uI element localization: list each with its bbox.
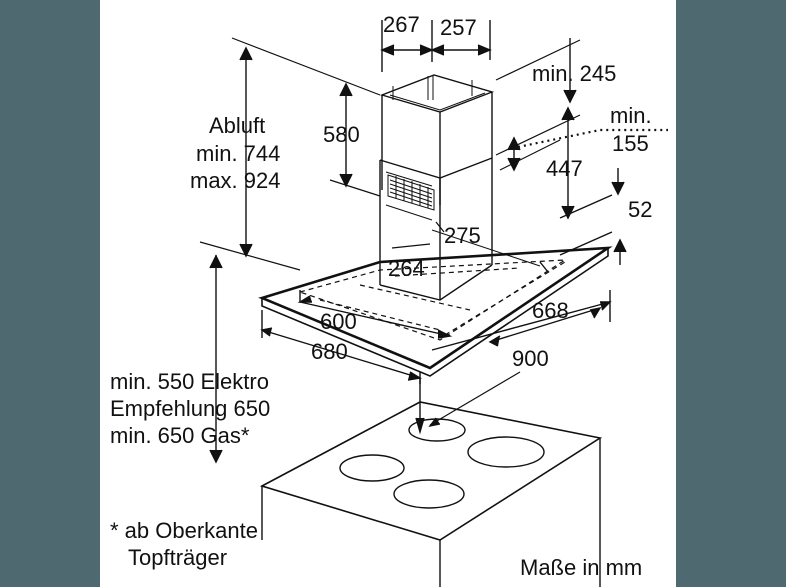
- dim-52: [559, 194, 627, 265]
- dim-264-label: 264: [388, 256, 425, 281]
- dim-580-label: 580: [323, 122, 360, 147]
- clearance-electric-label: min. 550 Elektro: [110, 369, 269, 394]
- dim-abluft: [199, 46, 301, 271]
- dim-155-label: 155: [612, 131, 649, 156]
- min-label: min.: [610, 103, 652, 128]
- dim-447: [507, 106, 575, 220]
- abluft-max-label: max. 924: [190, 168, 281, 193]
- dim-275-label: 275: [444, 223, 481, 248]
- vent-grille: [387, 174, 435, 211]
- dim-52-label: 52: [628, 197, 653, 222]
- dim-668-label: 668: [532, 298, 569, 323]
- dim-267-label: 267: [383, 12, 420, 37]
- dim-680-label: 680: [311, 339, 348, 364]
- dim-min-245-label: min. 245: [532, 61, 617, 86]
- hob: [259, 401, 603, 587]
- drawing-panel: 267 257 min. 245 Abluft min. 744 max. 92…: [100, 0, 676, 587]
- hood-dimension-drawing: [199, 20, 668, 587]
- abluft-min-label: min. 744: [196, 141, 281, 166]
- clearance-recommend-label: Empfehlung 650: [110, 396, 271, 421]
- dim-580: [329, 82, 381, 197]
- hood-canopy: [258, 246, 613, 377]
- dim-600-label: 600: [320, 309, 357, 334]
- footnote-line2: Topfträger: [128, 545, 228, 570]
- dim-900-label: 900: [512, 346, 549, 371]
- footnote-line1: * ab Oberkante: [110, 518, 258, 543]
- dim-900: [431, 290, 612, 351]
- dim-width-top: [380, 20, 492, 72]
- dim-min-245: [563, 38, 577, 104]
- clearance-gas-label: min. 650 Gas*: [110, 423, 250, 448]
- dim-257-label: 257: [440, 15, 477, 40]
- dim-447-label: 447: [546, 156, 583, 181]
- chimney-upper: [379, 74, 495, 205]
- chimney-lower: [379, 157, 493, 301]
- abluft-label: Abluft: [209, 113, 266, 138]
- units-label: Maße in mm: [520, 555, 643, 580]
